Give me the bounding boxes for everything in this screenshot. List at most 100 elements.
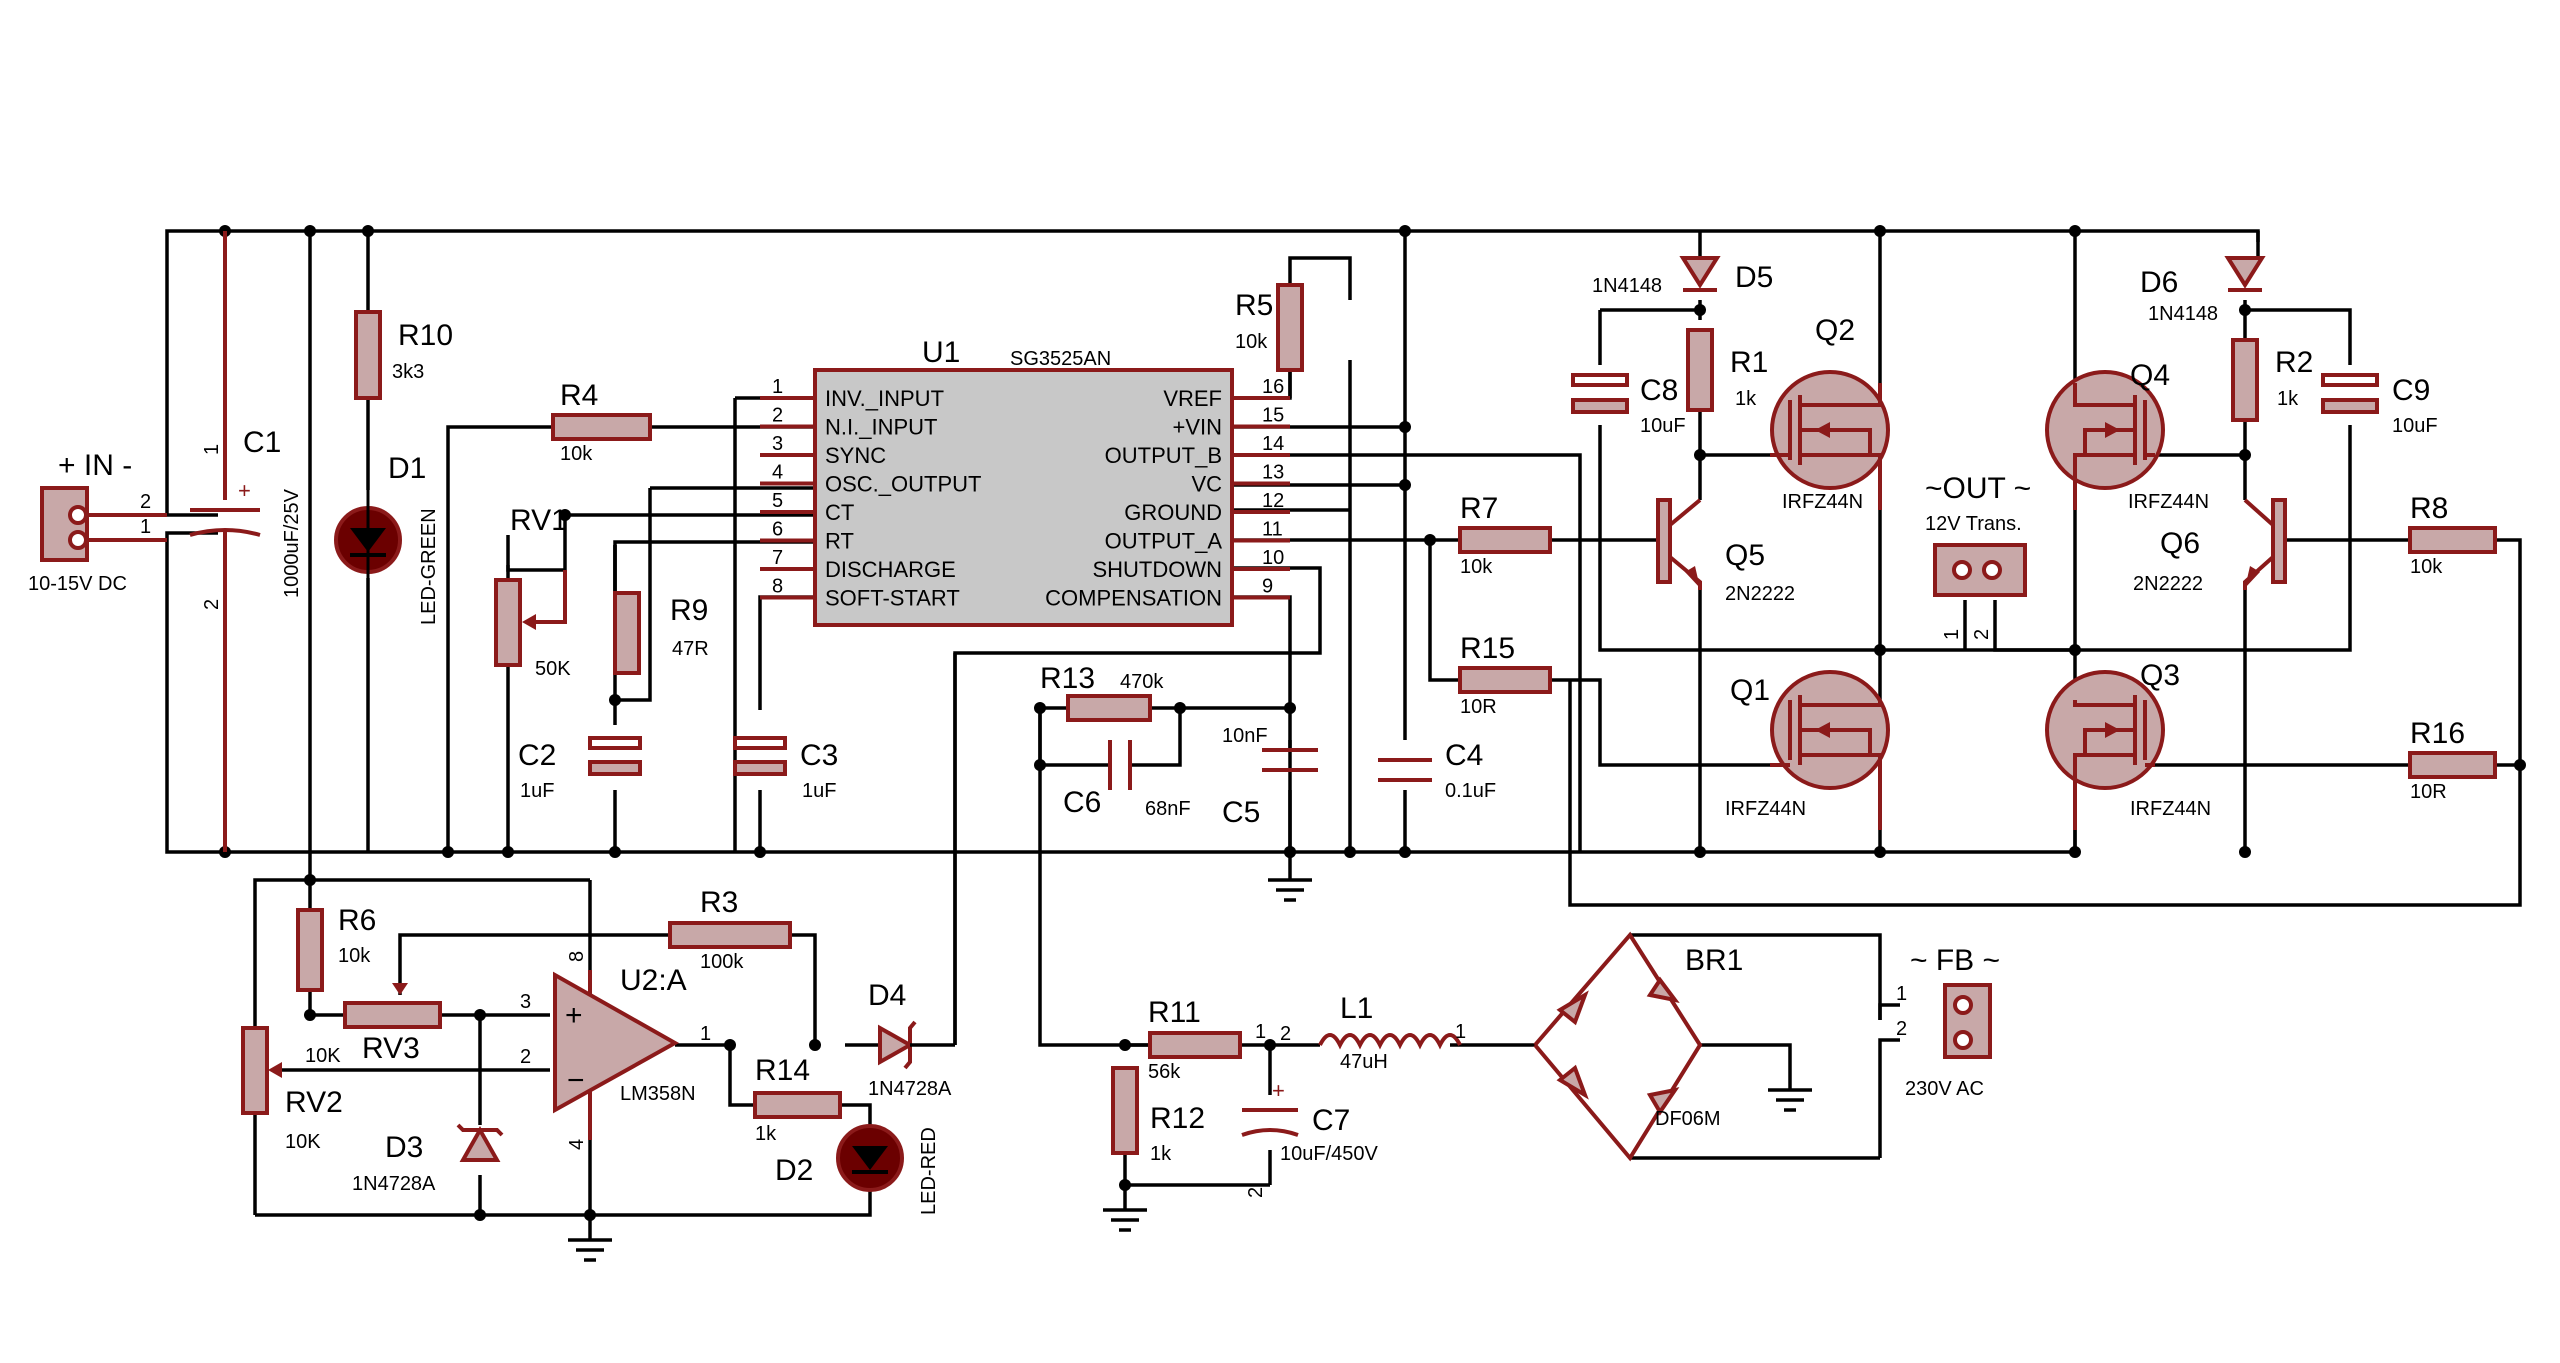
l1-pin: 1 — [1455, 1021, 1466, 1043]
connector-in-pin-2 — [68, 505, 88, 525]
rv2-value: 10K — [285, 1131, 321, 1153]
connector-fb-title: ~ FB ~ — [1910, 944, 2000, 977]
d5-ref: D5 — [1735, 261, 1773, 294]
u1-pin-number: 15 — [1262, 405, 1284, 427]
u1-pin-number: 3 — [772, 433, 783, 455]
u1-pin-name: N.I._INPUT — [825, 415, 937, 440]
q6-value: 2N2222 — [2133, 573, 2203, 595]
d3-value: 1N4728A — [352, 1173, 436, 1195]
u1-pin-name: SOFT-START — [825, 586, 960, 611]
d3-ref: D3 — [385, 1131, 423, 1164]
r3-ref: R3 — [700, 886, 738, 919]
q5-value: 2N2222 — [1725, 583, 1795, 605]
c7-pin-a: 2 — [1280, 1023, 1291, 1045]
u2-pin-out: 1 — [700, 1023, 711, 1045]
resistor-r9: R9 47R — [613, 591, 709, 675]
bridge-rectifier-br1: BR1 DF06M — [1533, 931, 1743, 1162]
q5-ref: Q5 — [1725, 539, 1765, 572]
resistor-r3: R3 100k — [668, 886, 792, 973]
u1-pin-name: VREF — [1163, 386, 1222, 411]
l1-value: 47uH — [1340, 1051, 1388, 1073]
r14-value: 1k — [755, 1123, 777, 1145]
r11-value: 56k — [1148, 1061, 1181, 1083]
led-d1: D1 LED-GREEN — [334, 452, 440, 625]
r13-value: 470k — [1120, 671, 1164, 693]
wires — [165, 229, 2522, 1217]
r6-ref: R6 — [338, 904, 376, 937]
resistor-r12: R12 1k — [1111, 1066, 1205, 1165]
u1-pin-number: 9 — [1262, 576, 1273, 598]
connector-fb-label: 230V AC — [1905, 1078, 1984, 1100]
connector-out-label: 12V Trans. — [1925, 513, 2022, 535]
d6-ref: D6 — [2140, 266, 2178, 299]
connector-fb-pin-a: 1 — [1896, 983, 1907, 1005]
u1-pin-number: 2 — [772, 405, 783, 427]
u1-pin-number: 1 — [772, 376, 783, 398]
opamp-u2: + − U2:A LM358N 3 2 1 8 4 — [520, 951, 711, 1150]
svg-text:+: + — [565, 999, 583, 1032]
c2-value: 1uF — [520, 780, 554, 802]
resistor-r7: R7 10k — [1458, 492, 1552, 578]
r2-value: 1k — [2277, 388, 2299, 410]
c6-value: 68nF — [1145, 798, 1191, 820]
r16-ref: R16 — [2410, 717, 2465, 750]
resistor-r6: R6 10k — [296, 904, 376, 992]
r2-ref: R2 — [2275, 346, 2313, 379]
u2-ref: U2:A — [620, 964, 687, 997]
u1-pin-number: 8 — [772, 576, 783, 598]
connector-in-title: + IN - — [58, 449, 132, 482]
q4-value: IRFZ44N — [2128, 491, 2209, 513]
connector-in-pin-1 — [68, 530, 88, 550]
c3-ref: C3 — [800, 739, 838, 772]
connector-out-pin-a: 1 — [1941, 629, 1963, 640]
diode-d5: 1N4148 D5 — [1592, 256, 1773, 297]
u1-pin-number: 12 — [1262, 490, 1284, 512]
q2-value: IRFZ44N — [1782, 491, 1863, 513]
connector-fb: ~ FB ~ 230V AC 1 2 — [1896, 944, 2000, 1100]
connector-fb-pin-b: 2 — [1896, 1018, 1907, 1040]
zener-d4: D4 1N4728A — [868, 979, 955, 1100]
c5-ref: C5 — [1222, 796, 1260, 829]
svg-text:+: + — [1272, 1078, 1285, 1103]
r11-pin: 1 — [1255, 1021, 1266, 1043]
u1-pin-number: 11 — [1262, 519, 1283, 541]
mosfet-q4: Q4 IRFZ44N — [2045, 359, 2209, 513]
connector-in-pin-b: 1 — [140, 516, 151, 538]
ground-symbol — [1268, 870, 1312, 902]
q6-ref: Q6 — [2160, 527, 2200, 560]
d5-value: 1N4148 — [1592, 275, 1662, 297]
d1-ref: D1 — [388, 452, 426, 485]
q3-ref: Q3 — [2140, 659, 2180, 692]
capacitor-c6: C6 68nF — [1063, 740, 1191, 820]
r6-value: 10k — [338, 945, 371, 967]
u1-body — [813, 368, 1234, 627]
u1-ref: U1 — [922, 336, 960, 369]
rv3-value: 10K — [305, 1045, 341, 1067]
u1-pin-name: DISCHARGE — [825, 557, 956, 582]
u2-pin-vcc: 8 — [566, 951, 588, 962]
r11-ref: R11 — [1148, 996, 1201, 1029]
bjt-q6: Q6 2N2222 — [2133, 498, 2287, 595]
c4-value: 0.1uF — [1445, 780, 1496, 802]
c8-ref: C8 — [1640, 374, 1678, 407]
inductor-l1: L1 47uH 1 — [1318, 992, 1466, 1073]
d4-ref: D4 — [868, 979, 906, 1012]
resistor-r4: R4 10k — [551, 379, 652, 465]
c9-value: 10uF — [2392, 415, 2438, 437]
diode-d6: D6 1N4148 — [2140, 256, 2266, 325]
r9-value: 47R — [672, 638, 709, 660]
u1-pin-name: RT — [825, 529, 854, 554]
resistor-r16: R16 10R — [2408, 717, 2497, 803]
q2-ref: Q2 — [1815, 314, 1855, 347]
r12-value: 1k — [1150, 1143, 1172, 1165]
resistor-r15: R15 10R — [1458, 632, 1552, 718]
capacitor-c3: C3 1uF — [733, 736, 838, 802]
junctions — [219, 225, 2526, 1221]
r3-value: 100k — [700, 951, 744, 973]
u1-pin-name: OUTPUT_B — [1105, 443, 1222, 468]
u1-pin-number: 16 — [1262, 376, 1284, 398]
rv2-ref: RV2 — [285, 1086, 343, 1119]
rv1-value: 50K — [535, 658, 571, 680]
u1-pin-name: OSC._OUTPUT — [825, 472, 981, 497]
